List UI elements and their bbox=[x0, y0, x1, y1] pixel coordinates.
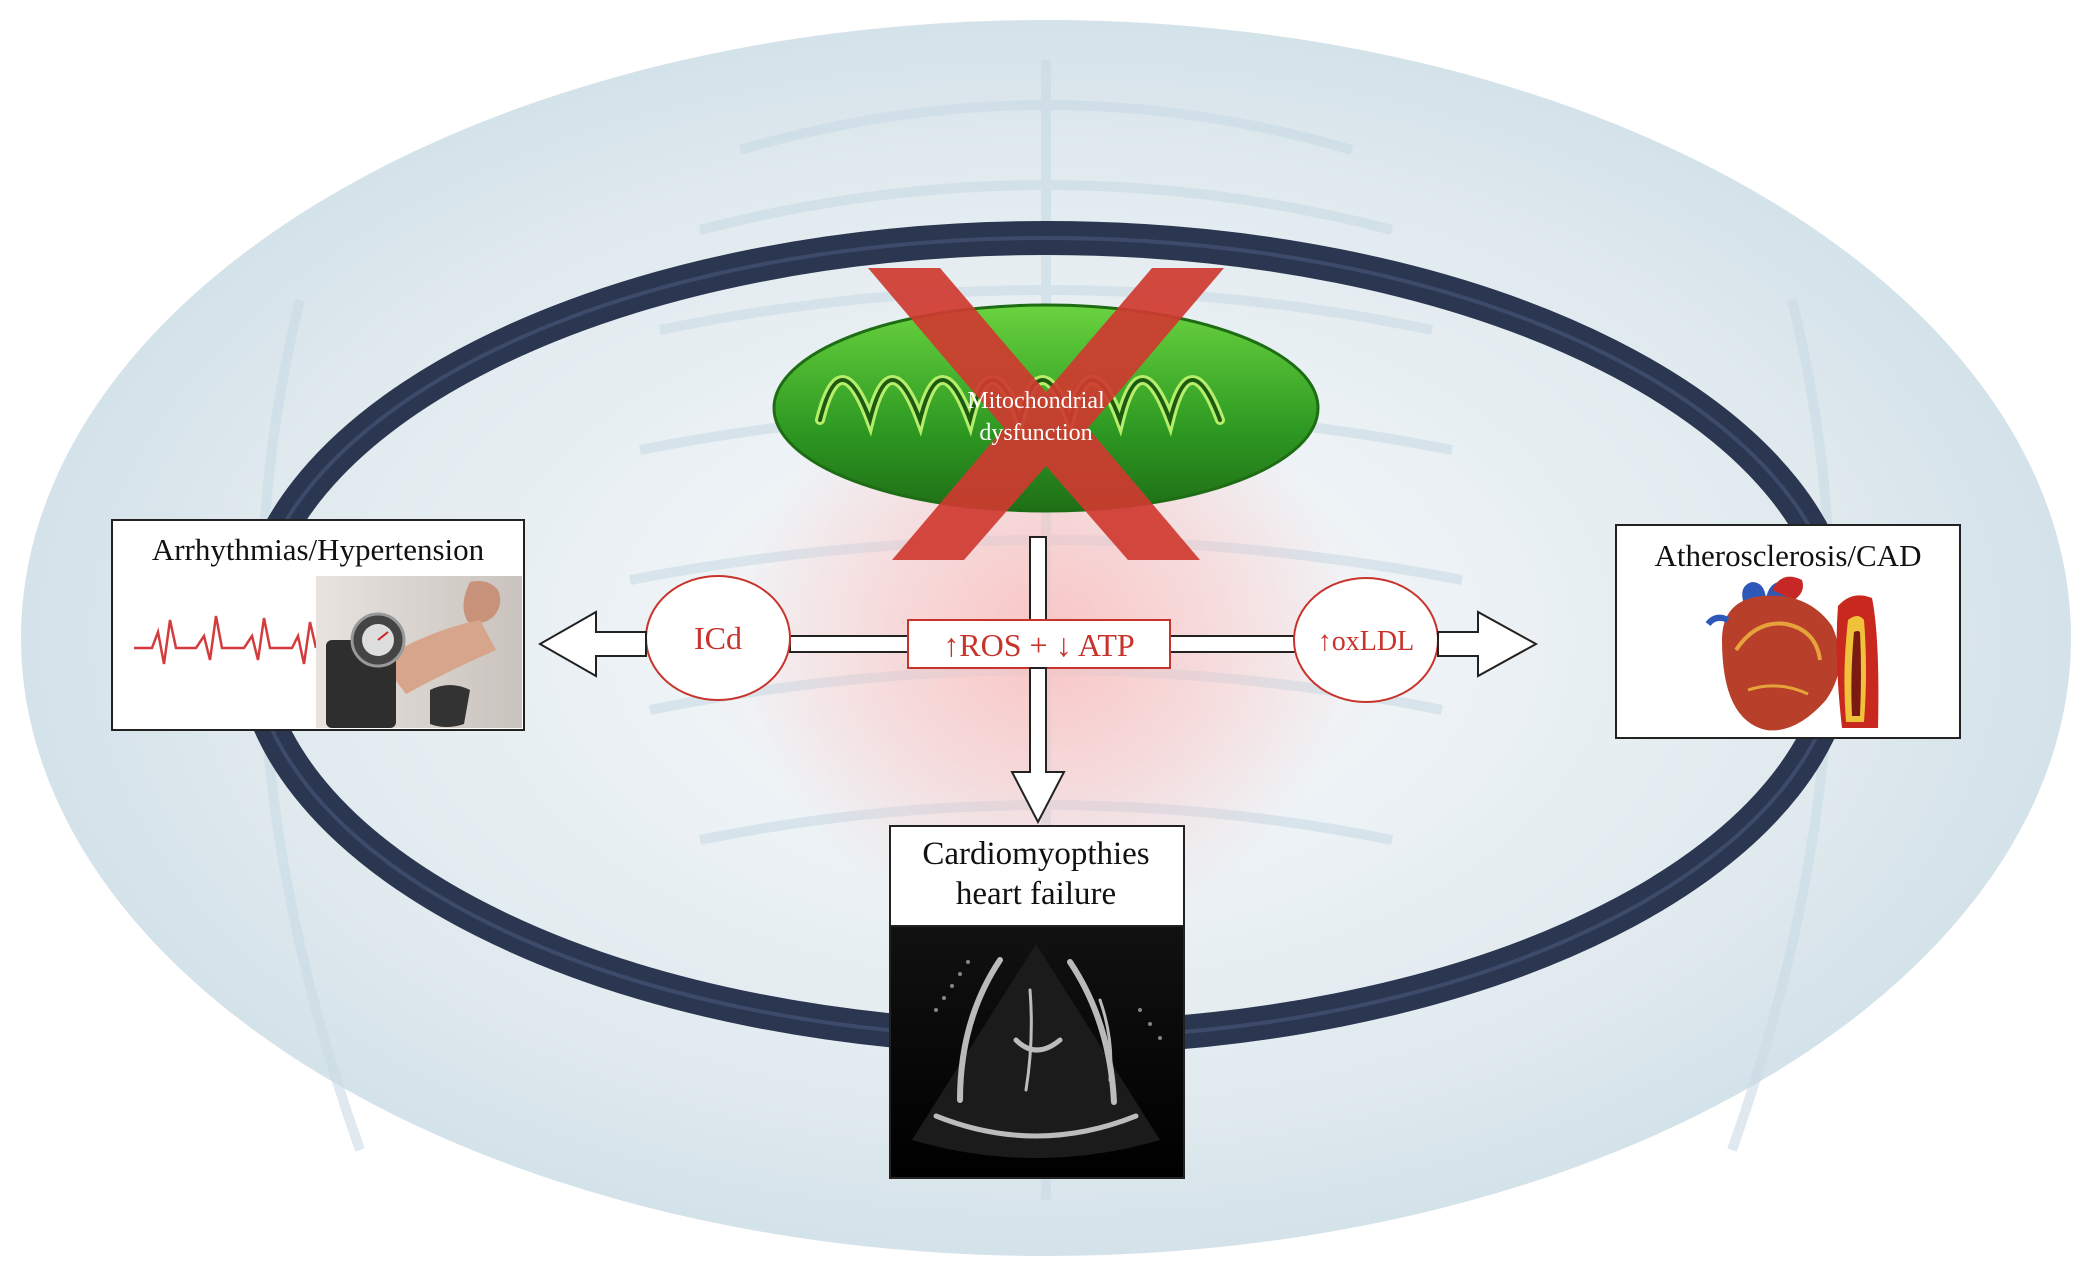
mito-label-line1: Mitochondrial bbox=[967, 388, 1105, 414]
hub-label: ↑ROS + ↓ ATP bbox=[943, 627, 1134, 663]
ecg-trace-icon bbox=[134, 615, 318, 665]
arrow-to-arrhythmias bbox=[537, 610, 647, 678]
connector-left bbox=[789, 635, 911, 653]
mito-label-line2: dysfunction bbox=[979, 420, 1092, 446]
artery-plaque-icon bbox=[1836, 595, 1879, 728]
atherosclerosis-box: Atherosclerosis/CAD bbox=[1615, 524, 1961, 739]
hub-box bbox=[907, 619, 1171, 669]
icd-label: ICd bbox=[694, 620, 742, 656]
arrow-mito-to-hub bbox=[1029, 536, 1047, 630]
echocardiogram-image bbox=[889, 925, 1185, 1179]
atherosclerosis-title: Atherosclerosis/CAD bbox=[1655, 538, 1922, 573]
arrow-to-cardiomyopathies bbox=[1010, 667, 1066, 825]
arrhythmias-box: Arrhythmias/Hypertension bbox=[111, 519, 525, 731]
cardiomyopathies-box: Cardiomyopthies heart failure bbox=[889, 825, 1185, 1179]
arrhythmias-title: Arrhythmias/Hypertension bbox=[152, 532, 485, 567]
arrow-to-atherosclerosis bbox=[1437, 610, 1539, 678]
red-x-icon bbox=[868, 268, 1224, 560]
cardiomyopathies-line2: heart failure bbox=[956, 876, 1116, 912]
blood-pressure-photo bbox=[316, 576, 522, 728]
oxldl-label: ↑oxLDL bbox=[1318, 626, 1414, 657]
connector-right bbox=[1169, 635, 1297, 653]
cardiomyopathies-line1: Cardiomyopthies bbox=[922, 836, 1149, 872]
heart-anatomy-icon bbox=[1705, 576, 1840, 731]
